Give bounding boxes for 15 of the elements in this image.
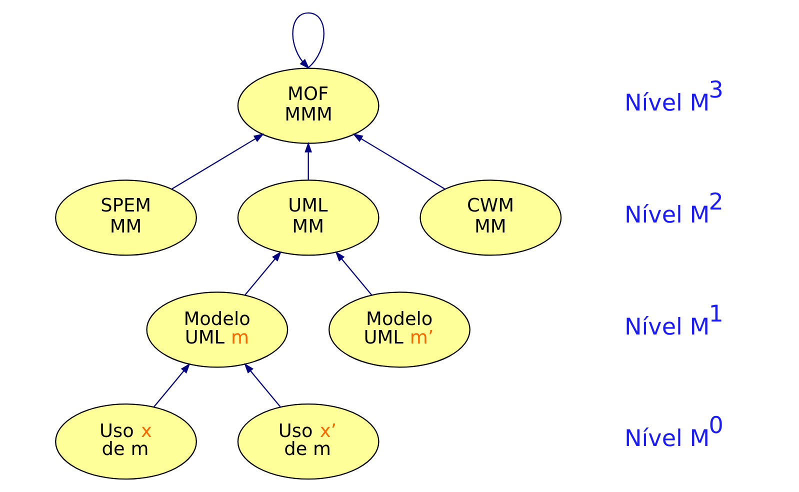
arrow <box>244 363 281 408</box>
arrow <box>304 142 312 180</box>
arrow <box>244 251 282 296</box>
node-ellipse: Modelo UML m’ <box>328 292 470 368</box>
arrow <box>352 134 445 190</box>
arrow <box>335 251 372 296</box>
node-ellipse: CWM MM <box>420 180 562 256</box>
arrow <box>153 363 190 408</box>
node-ellipse: UML MM <box>237 180 380 256</box>
node-ellipse: Uso x’ de m <box>237 404 380 480</box>
arrow <box>292 12 324 69</box>
node-ellipse: Modelo UML m <box>146 292 288 368</box>
node-ellipse: Uso x de m <box>55 404 197 480</box>
node-ellipse: SPEM MM <box>55 180 197 256</box>
arrow <box>172 134 264 190</box>
